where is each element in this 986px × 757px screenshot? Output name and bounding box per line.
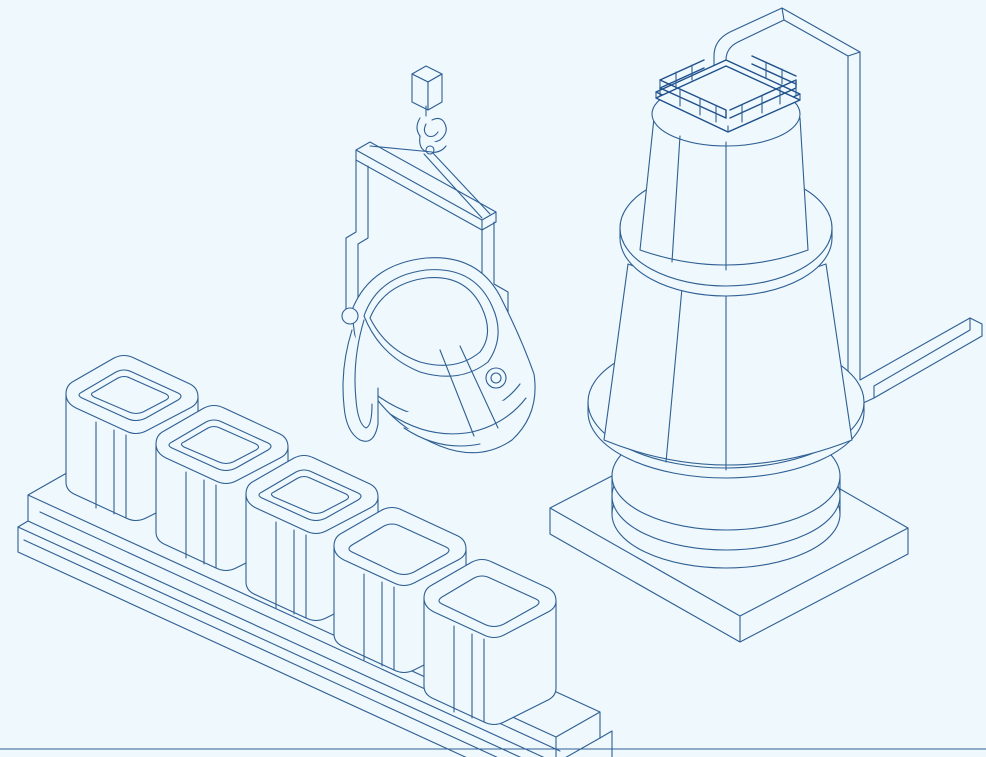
- converter-top-railing: [655, 55, 801, 133]
- conveyor-rail-2: [23, 539, 498, 757]
- ingot-mold-2: [155, 404, 289, 572]
- conveyor-lower-edge: [17, 526, 522, 757]
- ingot-mold-5: [423, 558, 557, 726]
- conveyor-lower-front: [17, 520, 467, 757]
- conveyor-upper-front: [27, 494, 557, 757]
- crane-ladle: [341, 65, 536, 454]
- crane-block: [411, 65, 443, 117]
- converter-lower-body: [603, 263, 853, 471]
- ladle-body: [341, 257, 536, 454]
- conveyor-lower-side: [599, 730, 613, 757]
- converter-furnace: [549, 7, 983, 643]
- crane-hook: [416, 117, 447, 155]
- ingot-molds: [65, 354, 557, 726]
